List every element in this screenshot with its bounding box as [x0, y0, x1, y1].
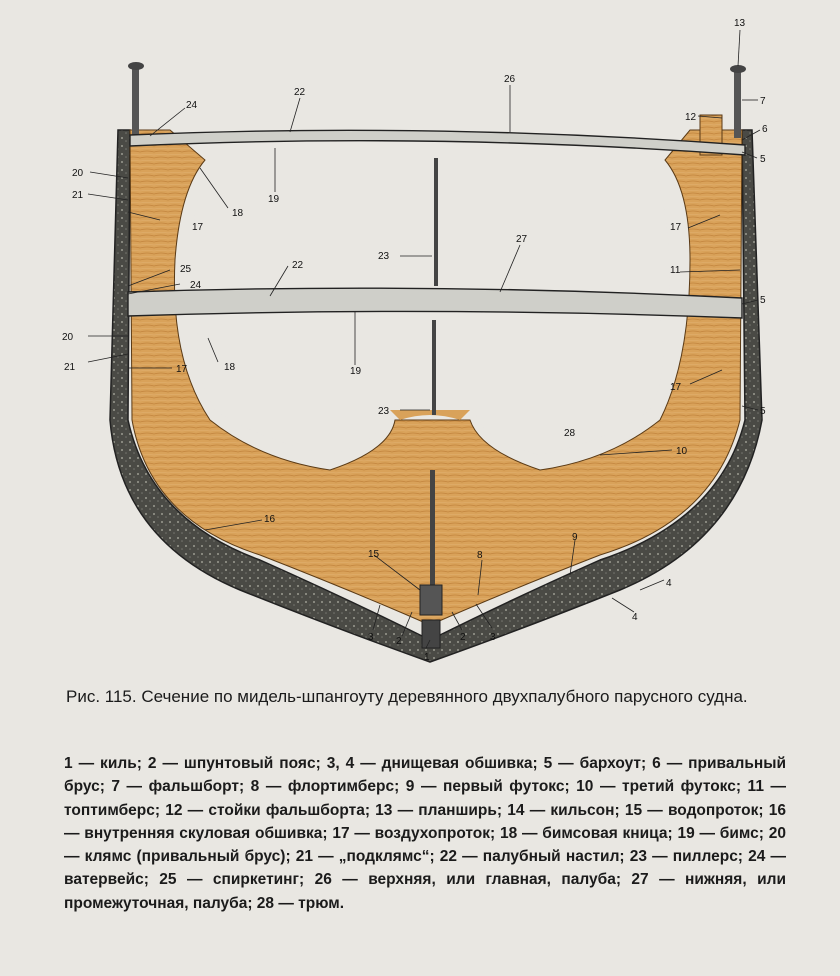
- label-18: 18: [232, 208, 244, 219]
- label-28: 28: [564, 428, 576, 439]
- label-4: 4: [632, 612, 638, 623]
- label-19: 19: [350, 366, 362, 377]
- floor-block: [390, 410, 470, 420]
- frame-timbers: [129, 129, 743, 626]
- label-17: 17: [670, 382, 682, 393]
- hull-section-figure: 13 26 22 7 12 6 5 24 20 21 17 18 19 17 2…: [62, 18, 768, 663]
- label-24: 24: [186, 100, 198, 111]
- label-27: 27: [516, 234, 528, 245]
- label-22: 22: [292, 260, 304, 271]
- label-9: 9: [572, 532, 578, 543]
- lower-deck: [127, 287, 743, 319]
- label-17: 17: [176, 364, 188, 375]
- label-19: 19: [268, 194, 280, 205]
- hold-space: [197, 320, 664, 455]
- label-26: 26: [504, 74, 516, 85]
- figure-legend: 1 — киль; 2 — шпунтовый пояс; 3, 4 — дни…: [64, 755, 786, 912]
- label-18: 18: [224, 362, 236, 373]
- label-11: 11: [670, 265, 681, 276]
- label-3: 3: [368, 632, 374, 643]
- hull-drawing: 13 26 22 7 12 6 5 24 20 21 17 18 19 17 2…: [62, 18, 768, 663]
- pillar-bottom: [430, 470, 435, 590]
- label-4: 4: [666, 578, 672, 589]
- label-2: 2: [460, 632, 466, 643]
- label-20: 20: [72, 168, 84, 179]
- rail-cap-left: [128, 62, 144, 70]
- rail-cap-right: [730, 65, 746, 73]
- outer-planking: [109, 129, 763, 663]
- label-13: 13: [734, 18, 746, 29]
- label-7: 7: [760, 96, 766, 107]
- label-21: 21: [64, 362, 76, 373]
- label-8: 8: [477, 550, 483, 561]
- label-5: 5: [760, 154, 766, 165]
- label-10: 10: [676, 446, 688, 457]
- label-5: 5: [760, 295, 766, 306]
- label-3: 3: [490, 632, 496, 643]
- label-5: 5: [760, 406, 766, 417]
- label-23: 23: [378, 406, 390, 417]
- figure-caption: Рис. 115. Сечение по мидель-шпангоуту де…: [66, 687, 748, 706]
- label-15: 15: [368, 549, 380, 560]
- tween-deck-space: [190, 160, 670, 300]
- leader-lines: [87, 29, 761, 649]
- label-22: 22: [294, 87, 306, 98]
- pillar-upper: [434, 158, 438, 286]
- label-1: 1: [424, 652, 430, 663]
- label-24: 24: [190, 280, 202, 291]
- bulwark-rail-left: [132, 65, 139, 137]
- label-23: 23: [378, 251, 390, 262]
- keel: [421, 619, 441, 649]
- label-17: 17: [192, 222, 204, 233]
- label-17: 17: [670, 222, 682, 233]
- label-16: 16: [264, 514, 276, 525]
- upper-deck: [129, 129, 746, 156]
- label-21: 21: [72, 190, 84, 201]
- label-2: 2: [396, 636, 402, 647]
- label-6: 6: [762, 124, 768, 135]
- bulwark-rail-right: [734, 68, 741, 138]
- pillar-lower: [432, 320, 436, 415]
- label-25: 25: [180, 264, 192, 275]
- keelson: [419, 584, 443, 616]
- label-12: 12: [685, 112, 697, 123]
- label-20: 20: [62, 332, 74, 343]
